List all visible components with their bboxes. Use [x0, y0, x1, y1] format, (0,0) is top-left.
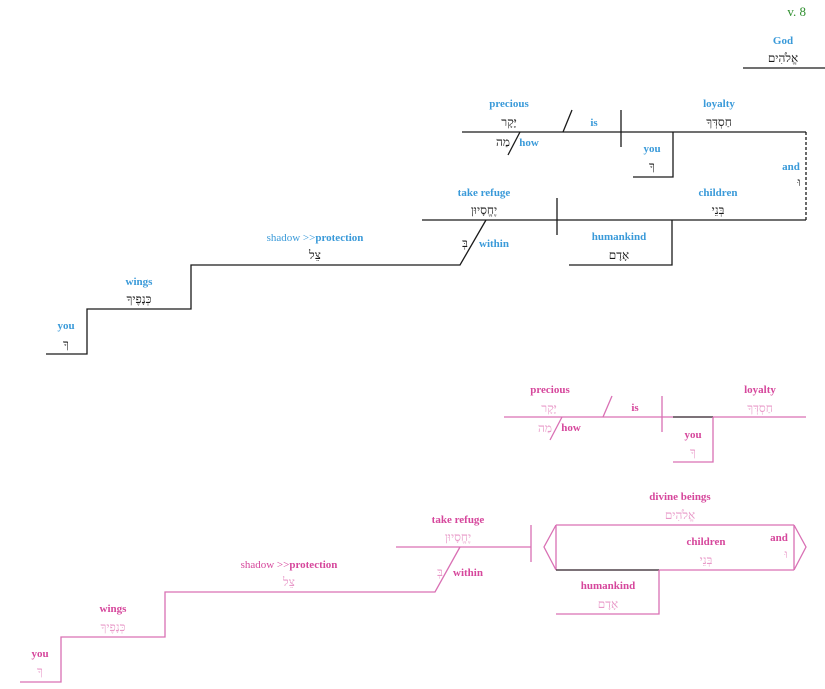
precious-label: precious — [489, 98, 529, 110]
b-how-slash — [549, 416, 563, 441]
b-compound-left-bracket — [543, 524, 557, 571]
how-slash — [507, 131, 521, 156]
b-you-clause1-hebrew: ךָ — [690, 445, 696, 459]
b-humankind-hebrew: אָדָם — [598, 597, 618, 611]
take-refuge-label: take refuge — [458, 187, 511, 199]
protection-text: protection — [315, 232, 363, 244]
you-clause1-label: you — [643, 143, 660, 155]
precious-hebrew: יָּקָר — [501, 115, 516, 129]
b-children-label: children — [687, 536, 726, 548]
b-divine-beings-label: divine beings — [649, 491, 711, 503]
you-clause2-hebrew: ךָ — [63, 337, 69, 351]
b-you-clause1-label: you — [684, 429, 701, 441]
humankind-line — [569, 220, 673, 266]
children-hebrew: בְּנֵי — [712, 203, 725, 217]
b-precious-hebrew: יָּקָר — [541, 401, 556, 415]
bottom-labels: precious יָּקָר מַה how is loyalty חַסְד… — [31, 384, 787, 678]
and-label: and — [782, 161, 800, 173]
b-shadow-hebrew: צֵל — [282, 575, 295, 589]
b-precious-label: precious — [530, 384, 570, 396]
b-and-hebrew: וּ — [783, 547, 787, 561]
b-you-clause2-hebrew: ךָ — [37, 664, 43, 678]
b-protection-text: protection — [289, 559, 337, 571]
b-shadow-label: shadow >>protection — [241, 559, 338, 571]
b-take-refuge-label: take refuge — [432, 514, 485, 526]
top-diagram — [46, 67, 825, 355]
verse-label: v. 8 — [787, 4, 806, 19]
b-within-label: within — [453, 567, 483, 579]
wings-label: wings — [126, 276, 154, 288]
modifier-stairs — [46, 219, 487, 355]
humankind-label: humankind — [592, 231, 646, 243]
shadow-prefix: shadow >> — [267, 232, 316, 244]
you-possessive-line — [633, 132, 674, 178]
you-clause1-hebrew: ךָ — [649, 159, 655, 173]
b-predicate-slash — [602, 395, 613, 418]
humankind-hebrew: אָדָם — [609, 248, 629, 262]
shadow-hebrew: צֵל — [308, 248, 321, 262]
top-labels: God אֱלֹהִים precious יָּקָר מַה how is … — [57, 35, 800, 351]
b-and-label: and — [770, 532, 788, 544]
b-loyalty-label: loyalty — [744, 384, 776, 396]
b-modifier-stairs — [20, 546, 461, 683]
how-label: how — [519, 137, 539, 149]
god-hebrew: אֱלֹהִים — [768, 51, 798, 65]
you-clause2-label: you — [57, 320, 74, 332]
b-loyalty-hebrew: חַסְדְּךָ — [747, 401, 773, 415]
wings-hebrew: כְּנָפֶיךָ — [126, 292, 151, 306]
b-how-label: how — [561, 422, 581, 434]
children-label: children — [699, 187, 738, 199]
b-how-hebrew: מַה — [538, 421, 552, 435]
predicate-slash — [562, 109, 573, 133]
b-you-possessive-line — [673, 417, 714, 463]
b-you-clause2-label: you — [31, 648, 48, 660]
b-is-label: is — [631, 402, 639, 414]
loyalty-label: loyalty — [703, 98, 735, 110]
b-compound-right-bracket — [793, 524, 807, 571]
b-within-hebrew: בְּ — [437, 565, 443, 579]
b-wings-hebrew: כְּנָפֶיךָ — [100, 620, 125, 634]
god-label: God — [773, 35, 793, 47]
loyalty-hebrew: חַסְדְּךָ — [706, 115, 732, 129]
b-humankind-label: humankind — [581, 580, 635, 592]
b-divine-beings-hebrew: אֱלֹהִים — [665, 508, 695, 522]
bottom-diagram — [20, 395, 807, 683]
b-take-refuge-hebrew: יֶחֱסָיוּן — [445, 530, 471, 544]
b-shadow-prefix: shadow >> — [241, 559, 290, 571]
and-hebrew: וּ — [796, 175, 800, 189]
within-hebrew: בְּ — [462, 236, 468, 250]
within-label: within — [479, 238, 509, 250]
b-humankind-line — [556, 570, 660, 615]
shadow-label: shadow >>protection — [267, 232, 364, 244]
take-refuge-hebrew: יֶחֱסָיוּן — [471, 203, 497, 217]
is-label: is — [590, 117, 598, 129]
how-hebrew: מַה — [496, 135, 510, 149]
b-children-hebrew: בְּנֵי — [700, 553, 713, 567]
b-wings-label: wings — [100, 603, 128, 615]
